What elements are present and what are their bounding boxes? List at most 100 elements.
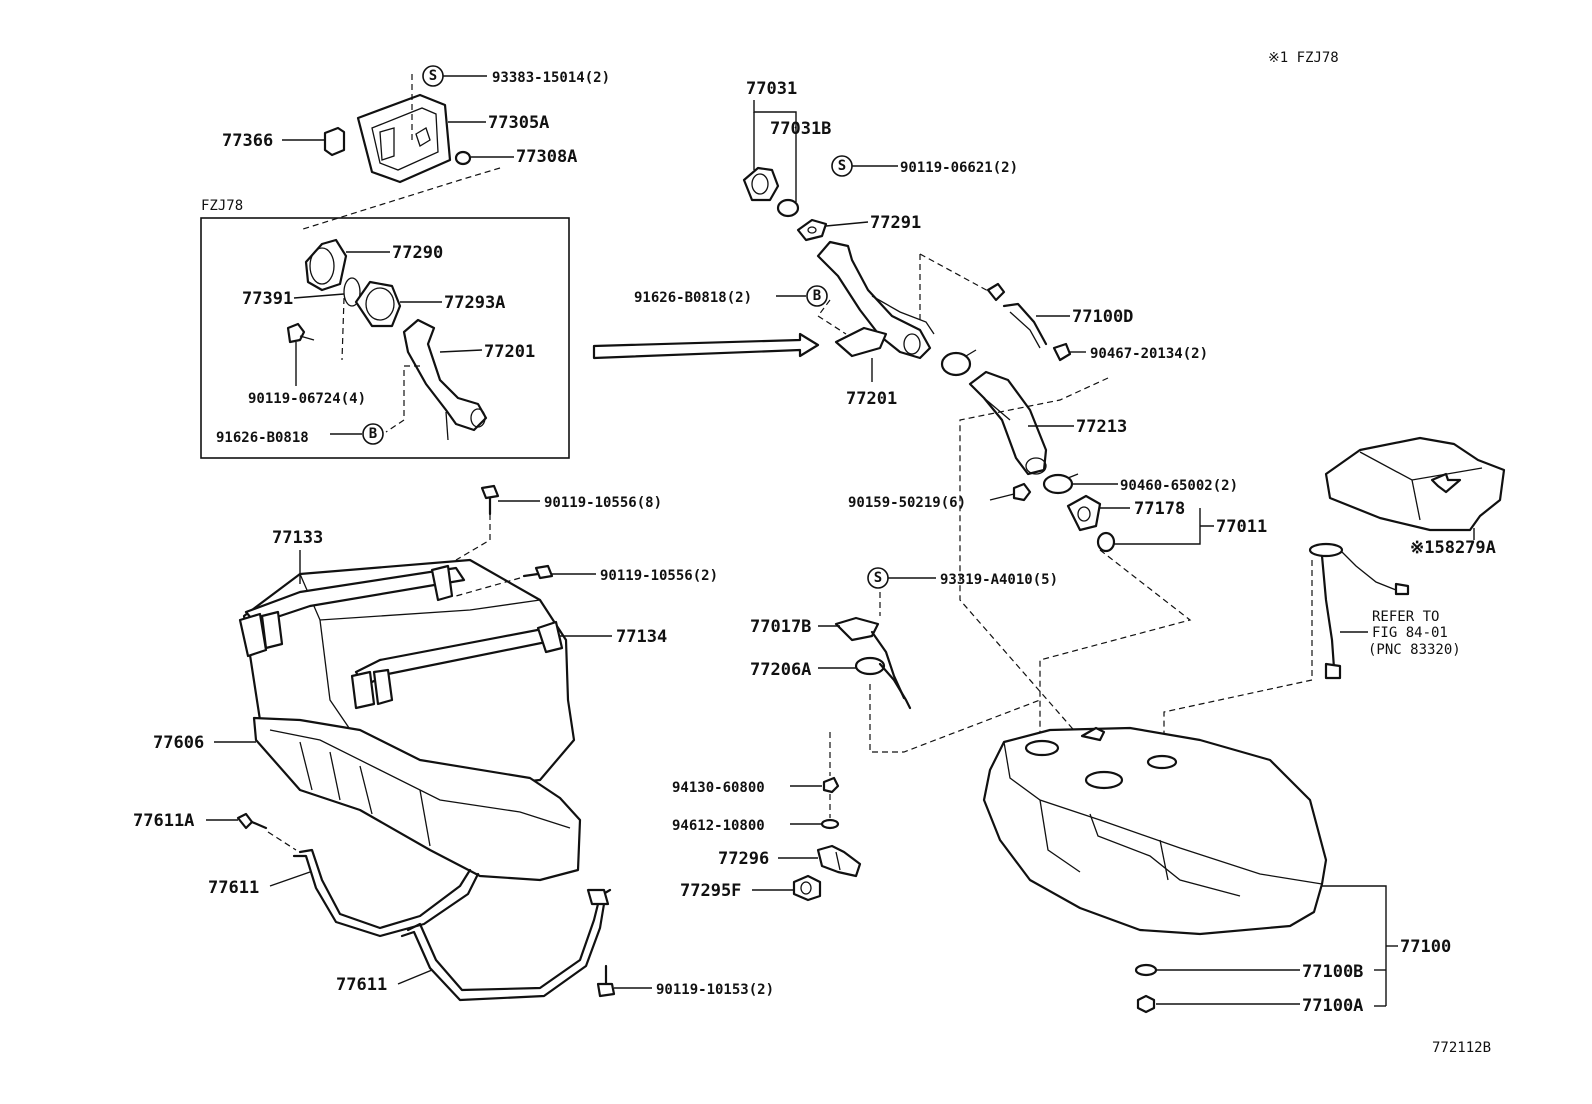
label-77133: 77133 [272, 528, 323, 548]
fuel-lid-hinge-77366[interactable] [323, 126, 346, 157]
drawing-number: 772112B [1432, 1040, 1491, 1056]
refer-note-line-3: (PNC 83320) [1368, 642, 1461, 658]
bolt-90119-10556-2[interactable] [522, 564, 554, 580]
cushion-77295F[interactable] [792, 874, 822, 902]
svg-text:B: B [369, 426, 377, 442]
dashed-line [341, 297, 345, 361]
label-90467-20134: 90467-20134(2) [1090, 346, 1208, 362]
leader-line [397, 969, 433, 985]
bolt-90119-10556-8[interactable] [480, 484, 500, 516]
tank-band-77133[interactable] [238, 564, 466, 658]
inset-title: FZJ78 [201, 198, 243, 214]
label-90119-06621: 90119-06621(2) [900, 160, 1018, 176]
label-93383-15014: 93383-15014(2) [492, 70, 610, 86]
filler-cap-77290[interactable] [304, 238, 348, 292]
plate-77206A[interactable] [854, 656, 912, 710]
breather-hose-77100D[interactable] [986, 282, 1072, 362]
plug-77100A[interactable] [1136, 994, 1156, 1014]
label-77305A: 77305A [488, 113, 549, 133]
hose-clamp-upper[interactable] [940, 349, 977, 377]
fuel-sender-gauge[interactable] [1308, 542, 1410, 680]
leader-line [989, 493, 1015, 501]
symbol-b-inset: B [362, 423, 384, 445]
fuel-lid-cushion-77308A[interactable] [454, 150, 472, 166]
label-90119-06724: 90119-06724(4) [248, 391, 366, 407]
dashed-line [1163, 560, 1313, 746]
label-90460-65002: 90460-65002(2) [1120, 478, 1238, 494]
refer-note-line-2: FIG 84-01 [1372, 625, 1448, 641]
cushion-77296[interactable] [816, 844, 862, 878]
symbol-s-90119-06621: S [831, 155, 853, 177]
label-77206A: 77206A [750, 660, 811, 680]
label-93319-a4010: 93319-A4010(5) [940, 572, 1058, 588]
label-91626-b0818-main: 91626-B0818(2) [634, 290, 752, 306]
variant-note: ※1 FZJ78 [1268, 50, 1339, 66]
dashed-line [299, 167, 501, 231]
nut-94130[interactable] [822, 776, 840, 794]
dashed-line [455, 577, 521, 597]
fuel-lid-77305A[interactable] [356, 93, 452, 184]
leader-line [1322, 885, 1387, 1006]
tank-band-77134[interactable] [350, 620, 564, 710]
bolt-90159[interactable] [1012, 482, 1032, 502]
label-77100D: 77100D [1072, 307, 1133, 327]
leader-line [753, 100, 797, 202]
tank-protector-58279A[interactable] [1324, 436, 1506, 532]
label-77293A: 77293A [444, 293, 505, 313]
gasket-77391[interactable] [343, 277, 361, 307]
leader-line [1114, 508, 1214, 545]
tank-band-77611-a[interactable] [292, 848, 480, 938]
dashed-line [385, 365, 420, 433]
label-77296: 77296 [718, 849, 769, 869]
svg-text:S: S [429, 68, 437, 84]
label-77611A: 77611A [133, 811, 194, 831]
label-90159-50219: 90159-50219(6) [848, 495, 966, 511]
bolt-90119-10153[interactable] [596, 964, 616, 998]
label-77201-main: 77201 [846, 389, 897, 409]
washer-94612[interactable] [820, 818, 840, 830]
svg-text:S: S [874, 570, 882, 586]
hose-clamp-90460[interactable] [1042, 473, 1079, 495]
label-77391: 77391 [242, 289, 293, 309]
label-77213: 77213 [1076, 417, 1127, 437]
label-77100B: 77100B [1302, 962, 1363, 982]
label-77201-inset: 77201 [484, 342, 535, 362]
dashed-line [817, 299, 847, 335]
filler-hose-77213[interactable] [968, 370, 1048, 476]
filler-neck-cap-77293A[interactable] [354, 280, 402, 328]
label-77017B: 77017B [750, 617, 811, 637]
gasket-77031B[interactable] [776, 198, 800, 218]
tank-protector-77606[interactable] [252, 716, 582, 882]
bolt-77611A[interactable] [236, 812, 268, 830]
label-91626-b0818-inset: 91626-B0818 [216, 430, 309, 446]
dashed-line [869, 684, 1041, 753]
dashed-line [455, 514, 491, 561]
filler-cap-77031[interactable] [742, 166, 780, 202]
dashed-line [267, 831, 297, 851]
filler-pipe-77201-main[interactable] [816, 240, 935, 360]
symbol-s-93383: S [422, 65, 444, 87]
filler-pipe-77201-inset[interactable] [402, 318, 488, 441]
tank-band-77611-b[interactable] [400, 888, 612, 1002]
label-58279A: ※158279A [1410, 538, 1496, 558]
label-77031B: 77031B [770, 119, 831, 139]
leader-line [269, 871, 311, 887]
symbol-b-main: B [806, 285, 828, 307]
label-77611-a: 77611 [208, 878, 259, 898]
grommet-77100B[interactable] [1134, 963, 1158, 977]
grommet-77011[interactable] [1096, 531, 1116, 553]
gasket-77291[interactable] [796, 218, 828, 242]
screw-90119-06724[interactable] [286, 322, 315, 344]
label-77366: 77366 [222, 131, 273, 151]
label-77291: 77291 [870, 213, 921, 233]
svg-text:B: B [813, 288, 821, 304]
label-90119-10556-2: 90119-10556(2) [600, 568, 718, 584]
fuel-tank-77100[interactable] [982, 726, 1328, 936]
label-77611-b: 77611 [336, 975, 387, 995]
dashed-line [919, 253, 991, 293]
label-77606: 77606 [153, 733, 204, 753]
leader-line [825, 221, 869, 227]
label-94130-60800: 94130-60800 [672, 780, 765, 796]
fitting-77178[interactable] [1066, 494, 1102, 532]
